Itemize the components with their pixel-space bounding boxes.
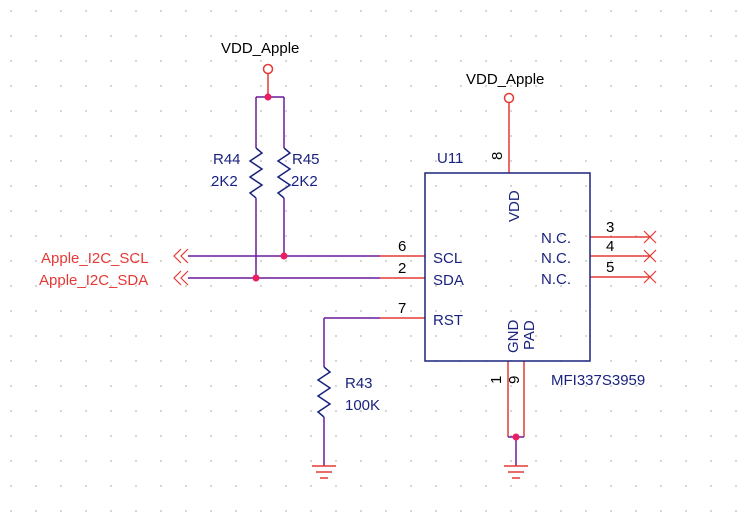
resistor-r44-value: 2K2: [211, 173, 238, 190]
junction-dot: [252, 274, 260, 282]
resistor-r43-value: 100K: [345, 397, 380, 414]
ground-symbol-left: [312, 465, 336, 479]
pin-num-vdd: 8: [489, 152, 506, 160]
resistor-r44[interactable]: R44 2K2: [211, 97, 264, 278]
pin-name-vdd: VDD: [506, 190, 523, 222]
power-port-left-symbol: [262, 63, 274, 75]
net-label-sda-text: Apple_I2C_SDA: [39, 272, 148, 289]
resistor-r43-body: [316, 366, 332, 418]
pin-name-sda: SDA: [433, 272, 464, 289]
pin-num-nc3: 5: [606, 259, 614, 276]
ic-u11[interactable]: VDD_Apple U11 MFI337S3959 VDD SCL SDA RS…: [380, 71, 657, 466]
pin-name-nc3: N.C.: [541, 271, 571, 288]
net-label-scl-arrow: [173, 248, 182, 264]
no-connect-x-icon: [643, 270, 657, 284]
pin-num-pad: 9: [506, 376, 523, 384]
net-label-sda-arrow: [173, 270, 182, 286]
resistor-r44-body: [248, 147, 264, 199]
net-label-sda[interactable]: Apple_I2C_SDA: [39, 270, 189, 289]
pin-num-rst: 7: [398, 300, 406, 317]
ic-u11-part: MFI337S3959: [551, 372, 645, 389]
net-label-scl-text: Apple_I2C_SCL: [41, 250, 149, 267]
ground-symbol-right: [504, 465, 528, 479]
pin-name-pad: PAD: [521, 320, 538, 350]
no-connect-x-icon: [643, 230, 657, 244]
power-label-left: VDD_Apple: [221, 40, 299, 57]
pin-num-nc2: 4: [606, 238, 614, 255]
pin-name-nc2: N.C.: [541, 250, 571, 267]
net-label-scl[interactable]: Apple_I2C_SCL: [41, 248, 189, 267]
net-label-scl-arrow-2: [180, 248, 189, 264]
power-label-right: VDD_Apple: [466, 71, 544, 88]
net-label-sda-arrow-2: [180, 270, 189, 286]
resistor-r45-value: 2K2: [291, 173, 318, 190]
pin-num-scl: 6: [398, 238, 406, 255]
pin-num-gnd: 1: [488, 376, 505, 384]
ic-u11-ref: U11: [437, 150, 463, 167]
junction-dot: [280, 252, 288, 260]
resistor-r45[interactable]: R45 2K2: [276, 97, 320, 256]
pin-name-gnd: GND: [505, 320, 522, 354]
power-port-right-symbol[interactable]: [503, 92, 515, 104]
resistor-r45-ref: R45: [292, 151, 320, 168]
resistor-r45-body: [276, 147, 292, 199]
junction-dot: [512, 433, 520, 441]
no-connect-x-icon: [643, 249, 657, 263]
pin-name-nc1: N.C.: [541, 230, 571, 247]
resistor-r43-ref: R43: [345, 375, 373, 392]
ic-u11-body: [424, 172, 591, 362]
junction-dot: [264, 93, 272, 101]
pin-num-nc1: 3: [606, 219, 614, 236]
power-port-left[interactable]: VDD_Apple: [221, 40, 299, 97]
pin-name-rst: RST: [433, 312, 463, 329]
pin-num-sda: 2: [398, 260, 406, 277]
resistor-r43[interactable]: R43 100K: [316, 317, 380, 466]
resistor-r44-ref: R44: [213, 151, 241, 168]
pin-name-scl: SCL: [433, 250, 462, 267]
